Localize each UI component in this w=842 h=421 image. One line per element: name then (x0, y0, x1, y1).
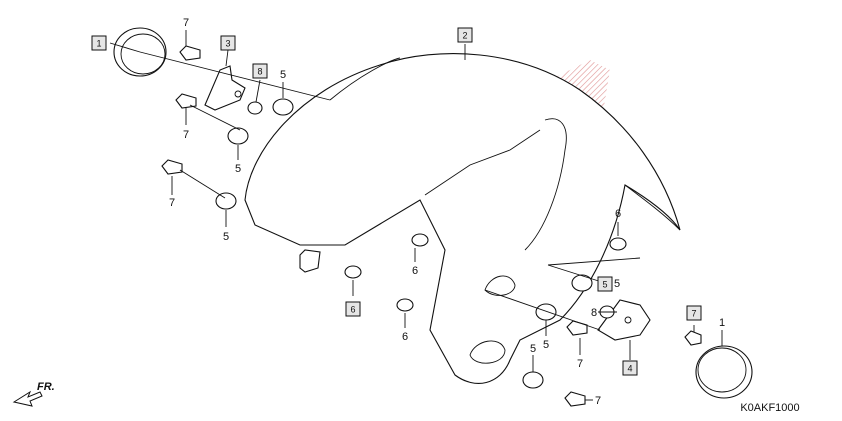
svg-text:8: 8 (257, 67, 262, 77)
svg-text:1: 1 (719, 317, 725, 329)
svg-text:5: 5 (530, 343, 536, 355)
svg-text:7: 7 (169, 197, 175, 209)
svg-text:8: 8 (591, 307, 597, 319)
direction-label: FR. (37, 381, 55, 393)
svg-text:7: 7 (691, 309, 696, 319)
svg-text:7: 7 (183, 17, 189, 29)
svg-text:5: 5 (223, 231, 229, 243)
svg-text:5: 5 (614, 278, 620, 290)
screws (344, 233, 627, 312)
plain-labels: 7 5 7 5 7 5 6 6 6 5 5 5 7 8 7 1 (169, 17, 725, 407)
callout-box-4: 4 (622, 360, 638, 376)
svg-text:1: 1 (96, 39, 101, 49)
front-direction-arrow: FR. (12, 381, 55, 407)
svg-text:7: 7 (595, 395, 601, 407)
svg-text:5: 5 (602, 280, 607, 290)
leader-lines (109, 30, 723, 401)
bracket-bottom-right (597, 299, 651, 341)
svg-text:3: 3 (225, 39, 230, 49)
svg-text:7: 7 (183, 129, 189, 141)
bracket-top-left (204, 65, 246, 111)
svg-text:6: 6 (402, 331, 408, 343)
callout-box-7: 7 (686, 305, 702, 321)
svg-text:5: 5 (235, 163, 241, 175)
svg-text:6: 6 (412, 265, 418, 277)
reflector-bottom-right (695, 345, 753, 399)
svg-text:6: 6 (615, 208, 621, 220)
diagram-code: K0AKF1000 (740, 402, 799, 414)
boxed-labels: 1 2 3 8 6 5 7 4 (91, 27, 702, 376)
svg-text:5: 5 (543, 339, 549, 351)
svg-text:7: 7 (577, 358, 583, 370)
svg-text:5: 5 (280, 69, 286, 81)
callout-box-1: 1 (91, 35, 107, 51)
grommets (215, 98, 593, 389)
callout-box-6: 6 (345, 301, 361, 317)
callout-box-2: 2 (457, 27, 473, 43)
svg-text:2: 2 (462, 31, 467, 41)
svg-text:4: 4 (627, 364, 632, 374)
callout-box-5: 5 (597, 276, 613, 292)
callout-box-3: 3 (220, 35, 236, 51)
front-fender (244, 53, 681, 384)
callout-box-8: 8 (252, 63, 268, 79)
svg-text:6: 6 (350, 305, 355, 315)
